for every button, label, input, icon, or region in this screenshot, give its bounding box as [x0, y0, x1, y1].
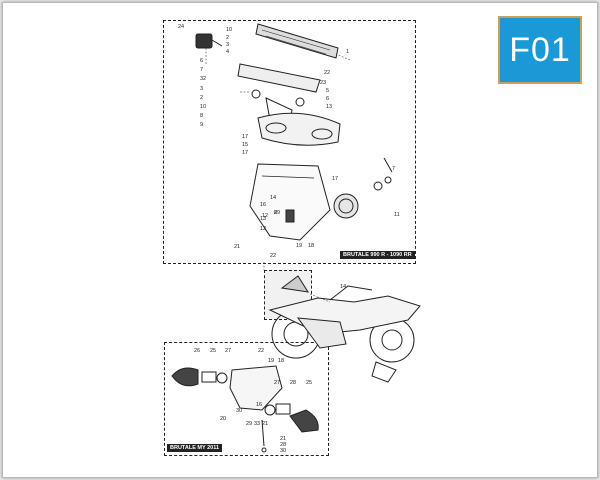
lower-panel-title: BRUTALE MY 2011: [167, 444, 223, 452]
callout: 10: [200, 104, 207, 110]
callout: 32: [200, 76, 207, 82]
upper-bracket: [237, 63, 321, 123]
upper-assembly-panel: [163, 20, 416, 264]
callout: 6: [200, 58, 204, 64]
callout: 26: [194, 348, 201, 354]
ignition-switch: [195, 33, 223, 49]
callout: 8: [274, 210, 278, 216]
turn-signal-left: [171, 367, 228, 387]
callout: 20: [220, 416, 227, 422]
callout: 17: [332, 176, 339, 182]
callout: 2: [200, 95, 204, 101]
callout: 18: [308, 243, 315, 249]
callout: 33: [254, 421, 261, 427]
steering-head-plate: [257, 112, 341, 146]
callout: 22: [258, 348, 265, 354]
callout: 30: [236, 408, 243, 414]
instrument-cluster: [255, 23, 339, 59]
page-code-label: F01: [509, 30, 571, 69]
callout: 19: [268, 358, 275, 364]
callout: 11: [394, 212, 400, 218]
page-code-badge: F01: [498, 16, 582, 84]
callout: 27: [225, 348, 232, 354]
callout: 18: [278, 358, 285, 364]
callout: 16: [260, 202, 267, 208]
headlight-support: [249, 163, 331, 241]
callout: 12: [260, 226, 267, 232]
callout: 17: [242, 150, 249, 156]
callout: 10: [226, 27, 233, 33]
callout: 3: [226, 42, 230, 48]
callout: 29: [246, 421, 253, 427]
callout: 14: [270, 195, 277, 201]
callout: 13: [326, 104, 333, 110]
callout: 16: [256, 402, 263, 408]
callout: 28: [290, 380, 297, 386]
motorcycle-overview: [268, 275, 421, 383]
callout: 14: [340, 284, 347, 290]
callout: 15: [242, 142, 249, 148]
leader-lines: [205, 48, 351, 303]
callout: 7: [200, 67, 204, 73]
callout: 17: [242, 134, 249, 140]
upper-panel-title: BRUTALE 990 R - 1090 RR: [340, 251, 415, 259]
callout: 9: [200, 122, 204, 128]
turn-signal-bracket: [229, 365, 283, 453]
callout: 21: [262, 421, 269, 427]
callout: 19: [296, 243, 303, 249]
callout: 5: [326, 88, 330, 94]
callout: 4: [226, 49, 230, 55]
callout: 23: [320, 80, 327, 86]
callout: 22: [324, 70, 331, 76]
turn-signal-right: [264, 403, 319, 433]
headlight: [333, 157, 393, 219]
callout: 8: [200, 113, 204, 119]
callout: 3: [200, 86, 204, 92]
callout: 7: [392, 166, 396, 172]
callout: 24: [178, 24, 185, 30]
callout: 21: [234, 244, 241, 250]
callout: 1: [346, 49, 350, 55]
callout: 6: [326, 96, 330, 102]
callout: 25: [306, 380, 313, 386]
callout: 22: [270, 253, 277, 259]
callout: 30: [280, 448, 287, 454]
callout: 25: [210, 348, 217, 354]
callout: 13: [260, 216, 267, 222]
lower-assembly-panel: [164, 342, 329, 456]
callout: 28: [280, 442, 287, 448]
callout: 29: [274, 210, 281, 216]
callout: 12: [262, 213, 269, 219]
callout: 2: [226, 35, 230, 41]
callout: 21: [280, 436, 287, 442]
callout: 27: [274, 380, 281, 386]
